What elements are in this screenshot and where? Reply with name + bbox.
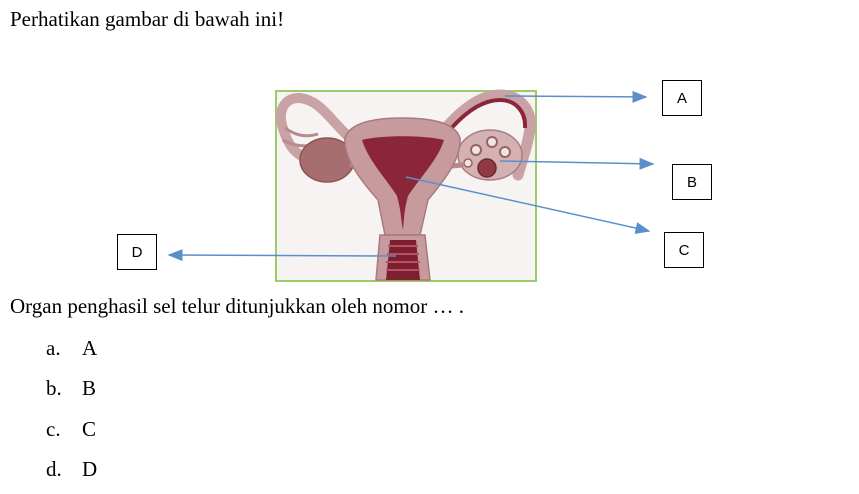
label-d: D <box>117 234 157 270</box>
label-a: A <box>662 80 702 116</box>
question-text: Organ penghasil sel telur ditunjukkan ol… <box>10 294 464 318</box>
option-text: B <box>82 376 97 400</box>
option-text: A <box>82 336 98 360</box>
instruction-text: Perhatikan gambar di bawah ini! <box>10 7 285 31</box>
option-a[interactable]: a. A <box>46 335 97 361</box>
option-text: D <box>82 457 98 481</box>
option-text: C <box>82 417 97 441</box>
arrow-a <box>504 90 648 103</box>
option-letter: c. <box>46 417 61 441</box>
right-fallopian-tube <box>434 89 536 181</box>
option-b[interactable]: b. B <box>46 375 96 401</box>
arrow-b <box>499 157 655 170</box>
uterus-diagram <box>167 89 655 282</box>
arrow-c <box>405 176 651 234</box>
arrow-d <box>167 249 397 262</box>
option-c[interactable]: c. C <box>46 416 96 442</box>
uterine-cavity <box>362 136 444 230</box>
option-d[interactable]: d. D <box>46 456 97 482</box>
reproductive-system-figure: A B C D <box>117 80 712 282</box>
label-c: C <box>664 232 704 268</box>
option-letter: b. <box>46 376 62 400</box>
option-letter: a. <box>46 336 61 360</box>
label-b: B <box>672 164 712 200</box>
option-letter: d. <box>46 457 62 481</box>
right-tube-lumen <box>446 97 528 134</box>
